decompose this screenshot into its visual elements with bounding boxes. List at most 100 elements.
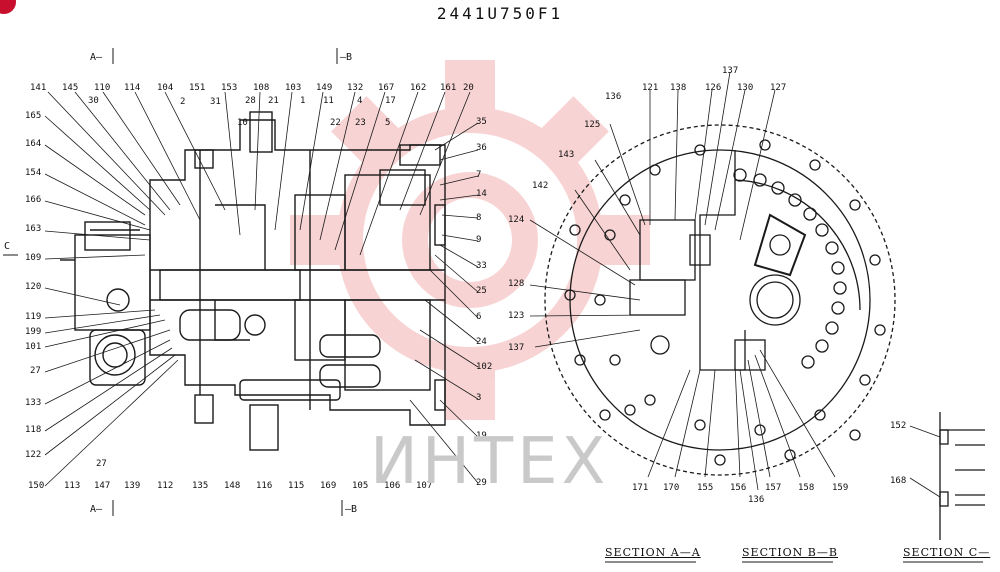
section-marker-a-top: A— bbox=[90, 52, 103, 63]
logo-badge bbox=[0, 0, 16, 14]
callout: 33 bbox=[476, 261, 487, 271]
callout: 19 bbox=[476, 431, 487, 441]
callout: 150 bbox=[28, 481, 44, 491]
callout: 25 bbox=[476, 286, 487, 296]
callout: 132 bbox=[347, 83, 363, 93]
callout: 127 bbox=[770, 83, 786, 93]
callouts-c-group: 152 168 bbox=[890, 421, 906, 486]
callout: 142 bbox=[532, 181, 548, 191]
callout: 8 bbox=[476, 213, 481, 223]
callout: 158 bbox=[798, 483, 814, 493]
callout: 126 bbox=[705, 83, 721, 93]
callout: 169 bbox=[320, 481, 336, 491]
callout: 107 bbox=[416, 481, 432, 491]
callout: 106 bbox=[384, 481, 400, 491]
callout: 157 bbox=[765, 483, 781, 493]
callout: 112 bbox=[157, 481, 173, 491]
callout: 167 bbox=[378, 83, 394, 93]
callout: 161 bbox=[440, 83, 456, 93]
callout: 121 bbox=[642, 83, 658, 93]
callout: 128 bbox=[508, 279, 524, 289]
callout: 10 bbox=[237, 118, 248, 128]
callout: 6 bbox=[476, 312, 481, 322]
callout: 119 bbox=[25, 312, 41, 322]
callout: 35 bbox=[476, 117, 487, 127]
callout: 164 bbox=[25, 139, 41, 149]
callout: 165 bbox=[25, 111, 41, 121]
callout: 3 bbox=[476, 393, 481, 403]
callout: 125 bbox=[584, 120, 600, 130]
callouts-right-group: 137 136 121 138 126 130 127 125 143 142 … bbox=[508, 66, 848, 505]
callout: 109 bbox=[25, 253, 41, 263]
callout: 24 bbox=[476, 337, 487, 347]
callout: 103 bbox=[285, 83, 301, 93]
callout: 123 bbox=[508, 311, 524, 321]
callout: 155 bbox=[697, 483, 713, 493]
watermark-text: ИНТЕХ bbox=[370, 425, 610, 499]
callout: 171 bbox=[632, 483, 648, 493]
callout: 168 bbox=[890, 476, 906, 486]
callout: 28 bbox=[245, 96, 256, 106]
callout: 137 bbox=[508, 343, 524, 353]
section-marker-b-bottom: —B bbox=[345, 504, 357, 515]
callout: 166 bbox=[25, 195, 41, 205]
section-caption-b: SECTION B—B bbox=[742, 546, 838, 559]
callout: 9 bbox=[476, 235, 481, 245]
callout: 29 bbox=[476, 478, 487, 488]
section-marker-b-top: —B bbox=[340, 52, 352, 63]
callout: 139 bbox=[124, 481, 140, 491]
callout: 101 bbox=[25, 342, 41, 352]
callout: 116 bbox=[256, 481, 272, 491]
callout: 105 bbox=[352, 481, 368, 491]
callout: 20 bbox=[463, 83, 474, 93]
callout: 2 bbox=[180, 97, 185, 107]
callout: 154 bbox=[25, 168, 41, 178]
callout: 110 bbox=[94, 83, 110, 93]
callout: 120 bbox=[25, 282, 41, 292]
callout: 118 bbox=[25, 425, 41, 435]
callout: 31 bbox=[210, 97, 221, 107]
callout: 199 bbox=[25, 327, 41, 337]
callout: 5 bbox=[385, 118, 390, 128]
callout: 130 bbox=[737, 83, 753, 93]
callout: 30 bbox=[88, 96, 99, 106]
callout: 4 bbox=[357, 96, 362, 106]
section-marker-c: C bbox=[4, 241, 10, 252]
callout: 162 bbox=[410, 83, 426, 93]
section-a-a bbox=[544, 124, 896, 476]
callout: 21 bbox=[268, 96, 279, 106]
callout: 104 bbox=[157, 83, 173, 93]
section-marker-a-bottom: A— bbox=[90, 504, 103, 515]
callout: 11 bbox=[323, 96, 334, 106]
callout: 153 bbox=[221, 83, 237, 93]
section-caption-a: SECTION A—A bbox=[605, 546, 701, 559]
drawing-title: 2441U750F1 bbox=[436, 4, 564, 23]
callout: 1 bbox=[300, 96, 305, 106]
section-c bbox=[939, 412, 985, 540]
callout: 114 bbox=[124, 83, 140, 93]
section-caption-c: SECTION C— bbox=[903, 546, 991, 559]
callout: 23 bbox=[355, 118, 366, 128]
section-marker-lines bbox=[3, 48, 983, 563]
callout: 135 bbox=[192, 481, 208, 491]
callout: 27 bbox=[96, 459, 107, 469]
callout: 152 bbox=[890, 421, 906, 431]
callout: 136 bbox=[748, 495, 764, 505]
callout: 124 bbox=[508, 215, 524, 225]
callouts-left-group: 141 145 110 30 114 104 2 151 31 153 28 1… bbox=[25, 83, 492, 491]
callout: 151 bbox=[189, 83, 205, 93]
callout: 149 bbox=[316, 83, 332, 93]
callout: 159 bbox=[832, 483, 848, 493]
callout: 170 bbox=[663, 483, 679, 493]
callout: 138 bbox=[670, 83, 686, 93]
callout: 148 bbox=[224, 481, 240, 491]
callout: 143 bbox=[558, 150, 574, 160]
callout: 27 bbox=[30, 366, 41, 376]
callout: 115 bbox=[288, 481, 304, 491]
leader-lines bbox=[44, 71, 941, 498]
callout: 133 bbox=[25, 398, 41, 408]
callout: 7 bbox=[476, 170, 481, 180]
callout: 14 bbox=[476, 189, 487, 199]
